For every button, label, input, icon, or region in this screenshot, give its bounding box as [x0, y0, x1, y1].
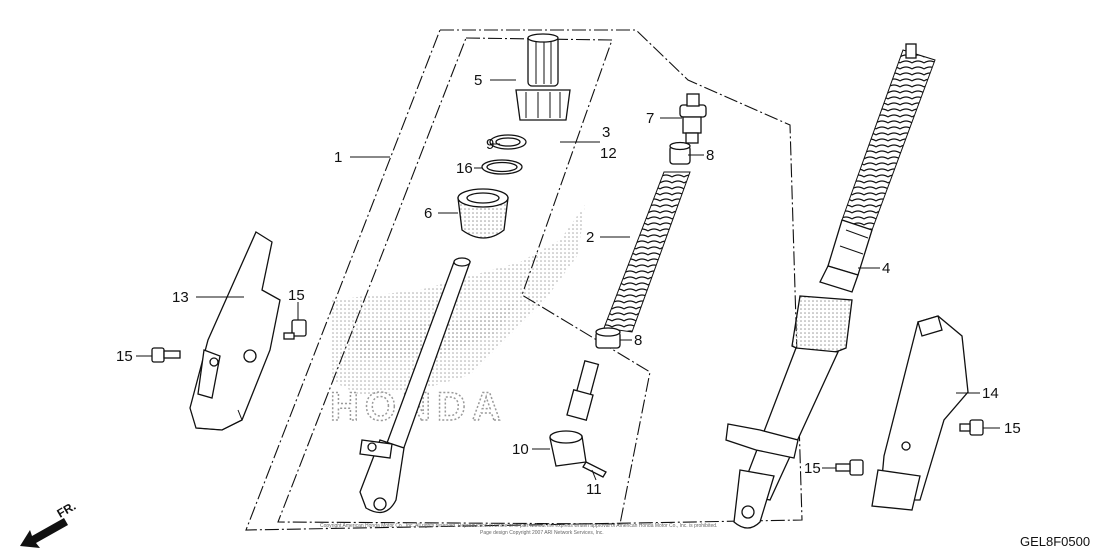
callouts: 1 5 9 16 6 3 12 7 8 2 8 10 11 4 13 15 15…	[116, 72, 1021, 498]
part-13-fork-cover-left[interactable]	[189, 231, 281, 431]
callout-12[interactable]: 12	[600, 145, 617, 162]
damper-rod[interactable]	[566, 360, 600, 421]
part-8-collar-lower[interactable]	[595, 327, 621, 349]
part-15-bolt-d[interactable]	[959, 419, 984, 436]
callout-10[interactable]: 10	[512, 441, 529, 458]
part-3-fork-slider[interactable]	[359, 257, 471, 514]
callout-8-lower[interactable]: 8	[634, 332, 642, 349]
callout-15-d[interactable]: 15	[1004, 420, 1021, 437]
part-5-fork-bolt[interactable]	[515, 33, 571, 121]
honda-wing-watermark: HONDA	[329, 205, 585, 430]
callout-15-b[interactable]: 15	[288, 287, 305, 304]
part-4-front-fork-assembly[interactable]	[725, 43, 936, 529]
part-14-fork-cover-right[interactable]	[871, 315, 969, 511]
callout-16[interactable]: 16	[456, 160, 473, 177]
direction-label: FR.	[55, 499, 79, 521]
part-16-circlip[interactable]	[481, 159, 523, 175]
leader-lines	[136, 79, 1000, 481]
diagram-code: GEL8F0500	[1020, 534, 1090, 549]
callout-13[interactable]: 13	[172, 289, 189, 306]
front-direction-indicator: FR.	[20, 499, 78, 548]
assembly-1-boundary	[245, 29, 803, 531]
callout-3[interactable]: 3	[602, 124, 610, 141]
callout-15-c[interactable]: 15	[804, 460, 821, 477]
copyright-line-1: Copyright American Honda Motor Co., Inc.…	[320, 523, 717, 529]
callout-1[interactable]: 1	[334, 149, 342, 166]
arrow-down-left-icon	[20, 518, 68, 548]
assembly-3-boundary	[277, 37, 651, 525]
callout-11[interactable]: 11	[586, 481, 602, 498]
callout-8-upper[interactable]: 8	[706, 147, 714, 164]
part-15-bolt-b[interactable]	[283, 319, 307, 340]
part-9-ring[interactable]	[489, 134, 527, 150]
callout-7[interactable]: 7	[646, 110, 654, 127]
callout-15-a[interactable]: 15	[116, 348, 133, 365]
copyright-line-2: Page design Copyright 2007 ARI Network S…	[480, 530, 604, 536]
callout-4[interactable]: 4	[882, 260, 890, 277]
part-6-dust-seal[interactable]	[457, 188, 509, 239]
callout-2[interactable]: 2	[586, 229, 594, 246]
callout-9[interactable]: 9	[486, 136, 494, 153]
part-10-nut[interactable]	[549, 430, 587, 467]
part-8-collar-upper[interactable]	[669, 141, 691, 165]
callout-14[interactable]: 14	[982, 385, 999, 402]
part-2-spring[interactable]	[603, 171, 691, 333]
part-15-bolt-a[interactable]	[151, 347, 181, 363]
callout-5[interactable]: 5	[474, 72, 482, 89]
callout-6[interactable]: 6	[424, 205, 432, 222]
part-7-bolt[interactable]	[679, 93, 707, 144]
part-11-pin[interactable]	[582, 461, 607, 478]
part-15-bolt-c[interactable]	[835, 459, 864, 476]
